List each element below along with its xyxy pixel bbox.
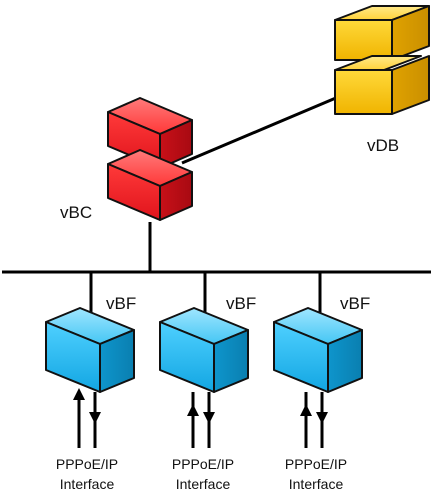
vbc-label: vBC [60,203,92,222]
bidirectional-arrows-icon [73,388,101,448]
vbf-server-icon [45,307,135,393]
vbf-server-icon [159,307,249,393]
bidirectional-arrows-icon [300,392,328,448]
interface-label-line2: Interface [60,476,115,492]
interface-label-line1: PPPoE/IP [285,456,347,472]
interface-label-line2: Interface [176,476,231,492]
vbf-label: vBF [106,294,136,313]
vbc-vdb-link [181,90,351,165]
bidirectional-arrows-icon [187,392,215,448]
interface-label-line2: Interface [289,476,344,492]
vdb-label: vDB [367,136,399,155]
vbf-label: vBF [226,294,256,313]
interface-label-line1: PPPoE/IP [56,456,118,472]
vbc-server-icon [107,97,193,221]
vbf-label: vBF [340,294,370,313]
vbf-server-icon [273,307,363,393]
interface-label-line1: PPPoE/IP [172,456,234,472]
vdb-server-icon [334,5,430,115]
